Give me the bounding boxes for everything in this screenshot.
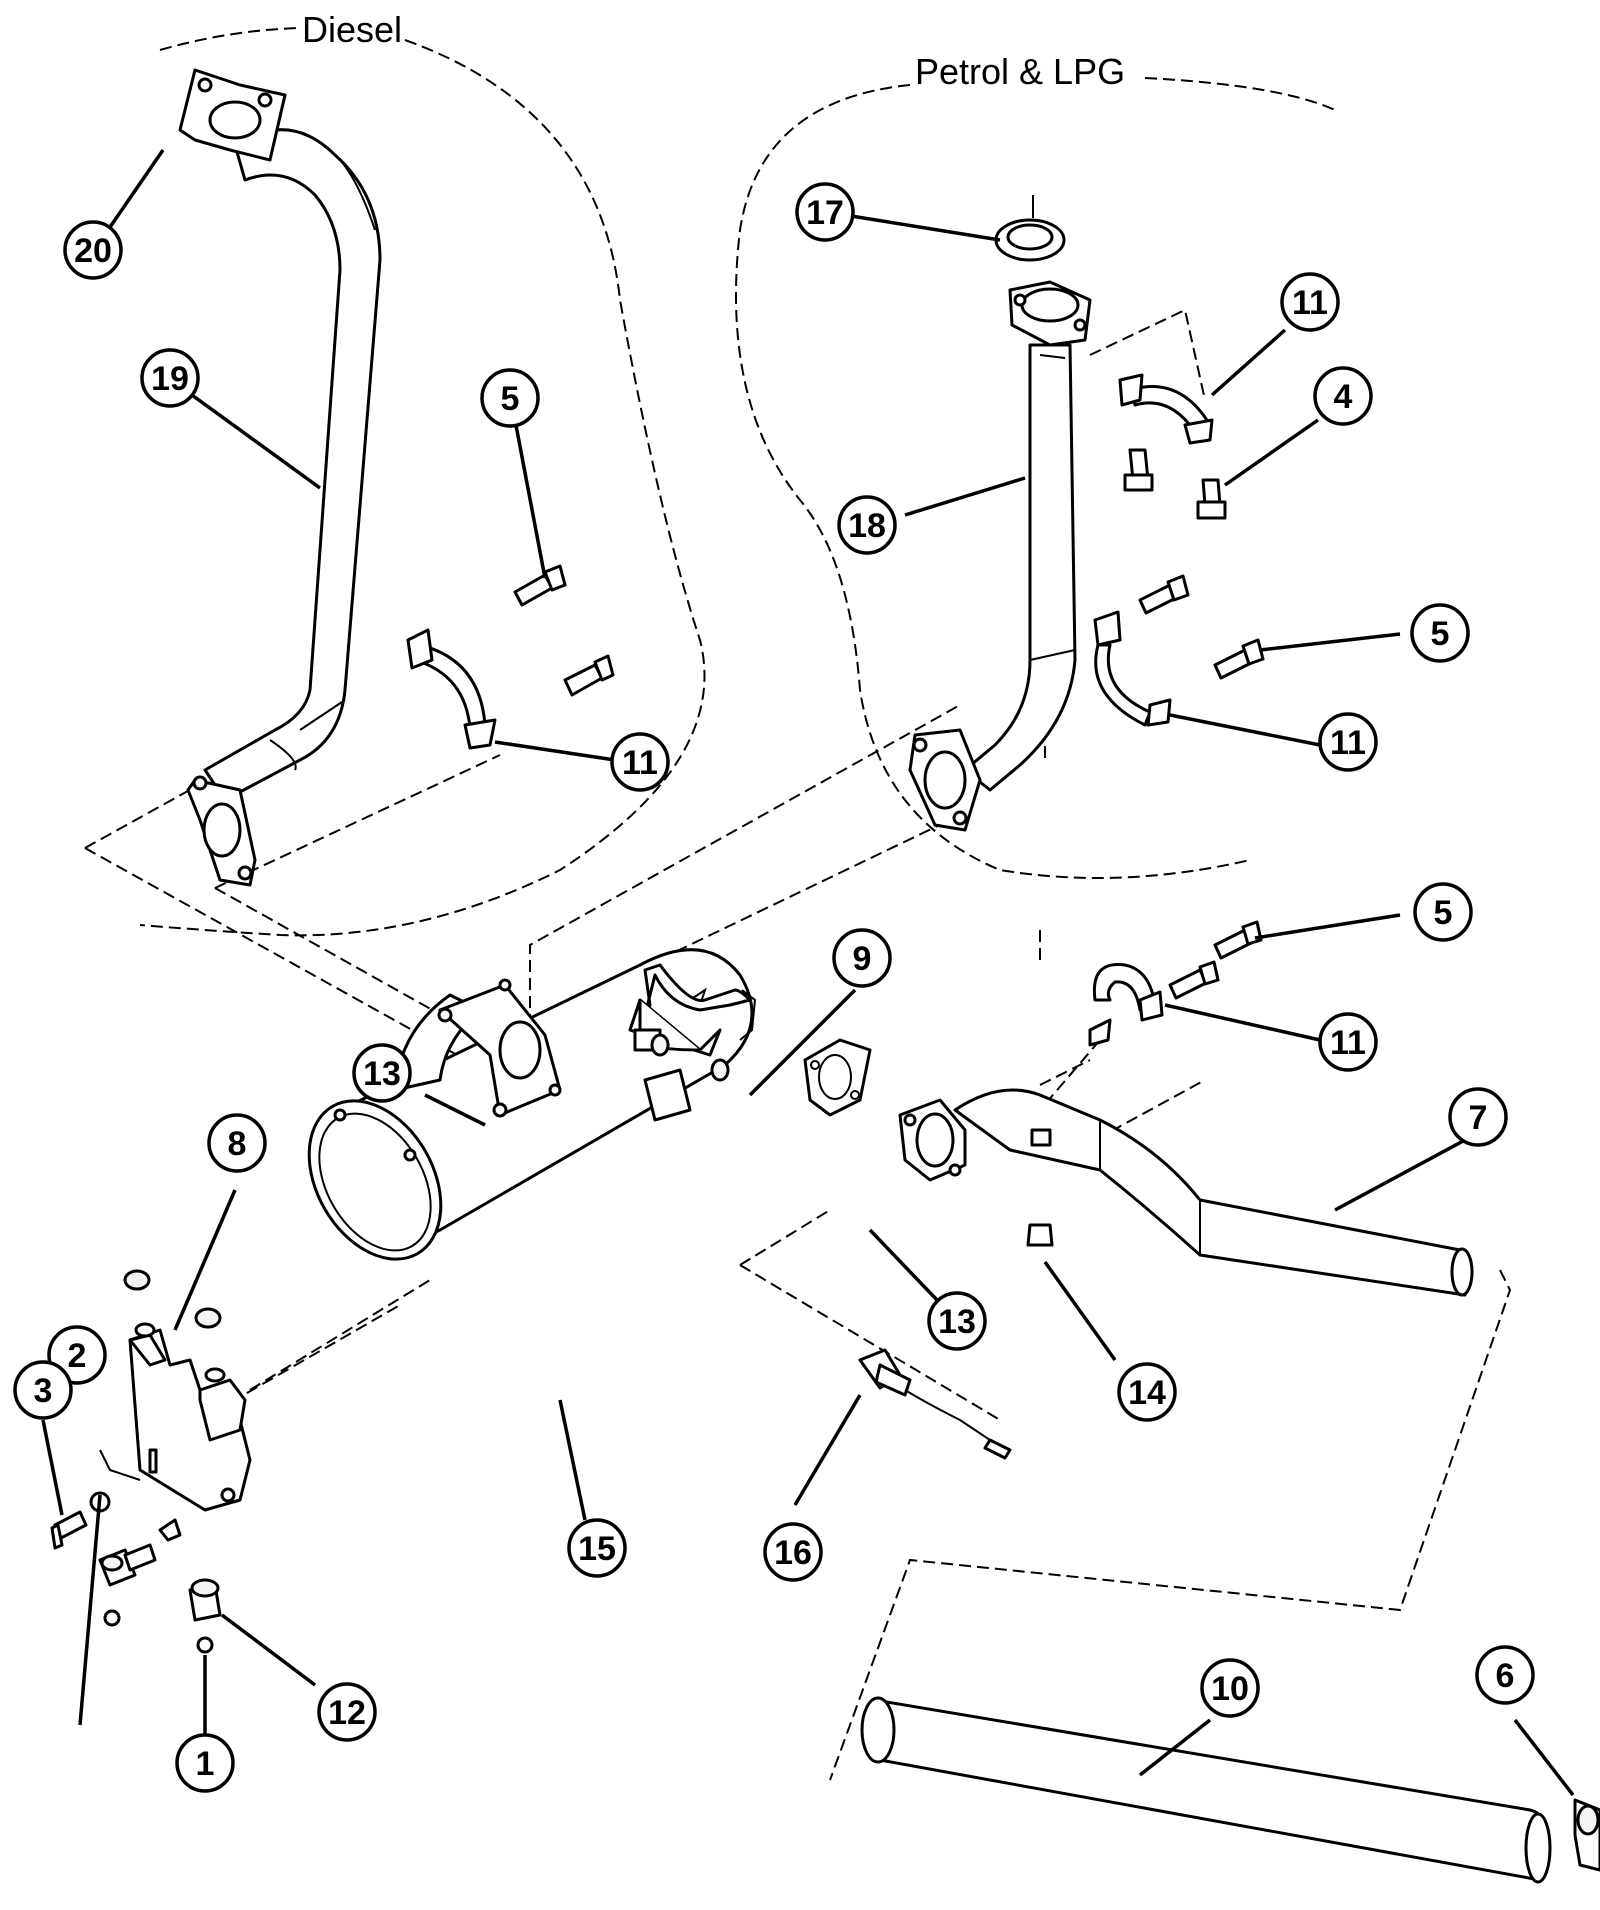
callout-5-petrol: 5 [1410, 603, 1470, 663]
callout-11-diesel: 11 [610, 732, 670, 792]
diesel-bolt-upper [513, 564, 567, 607]
svg-text:9: 9 [853, 940, 872, 978]
petrol-lpg-group-boundary [735, 77, 1336, 879]
petrol-top-bolt-left [1123, 448, 1154, 492]
callout-12: 12 [317, 1682, 377, 1742]
svg-text:18: 18 [848, 507, 886, 545]
svg-text:5: 5 [501, 380, 520, 418]
callout-3: 3 [13, 1360, 73, 1420]
callout-10: 10 [1200, 1658, 1260, 1718]
svg-text:13: 13 [938, 1303, 976, 1341]
svg-text:5: 5 [1434, 894, 1453, 932]
petrol-exhaust-pipe [963, 343, 1077, 792]
callout-9: 9 [832, 928, 892, 988]
diesel-pipe-bottom-flange [186, 775, 257, 887]
svg-text:19: 19 [151, 360, 189, 398]
svg-text:12: 12 [328, 1694, 366, 1732]
petrol-top-bolt-right [1196, 478, 1227, 520]
tailpipe-flange [898, 1098, 967, 1182]
muffler-outlet-gasket [803, 1038, 872, 1117]
muffler-inlet-flange [437, 978, 562, 1118]
svg-text:17: 17 [806, 194, 844, 232]
callout-13-upper: 13 [352, 1043, 412, 1103]
callout-16: 16 [763, 1522, 823, 1582]
svg-text:7: 7 [1469, 1099, 1488, 1137]
svg-text:6: 6 [1496, 1657, 1515, 1695]
callout-4: 4 [1313, 366, 1373, 426]
petrol-gasket [994, 195, 1066, 262]
petrol-lower-bolt-lower [1213, 638, 1265, 680]
downpipe-end-cap [1573, 1798, 1600, 1872]
svg-text:5: 5 [1431, 615, 1450, 653]
svg-text:3: 3 [34, 1372, 53, 1410]
svg-text:15: 15 [578, 1530, 616, 1568]
tailpipe-bolts [1168, 920, 1263, 1000]
diesel-exhaust-pipe [203, 128, 382, 802]
diesel-label: Diesel [302, 9, 402, 50]
petrol-pipe-bottom-flange [908, 728, 982, 832]
downpipe [860, 1696, 1552, 1884]
tailpipe-clamp [1088, 962, 1164, 1047]
petrol-pipe-top-flange [1008, 280, 1092, 347]
svg-text:8: 8 [228, 1125, 247, 1163]
bracket-washer-and-bolt [50, 1491, 182, 1550]
svg-text:11: 11 [1292, 284, 1328, 322]
callout-15: 15 [567, 1518, 627, 1578]
diesel-pipe-top-flange [178, 68, 287, 162]
mounting-rubber-right [188, 1578, 222, 1654]
diesel-clamp [406, 628, 497, 750]
tailpipe [953, 1088, 1474, 1297]
svg-text:11: 11 [1330, 724, 1366, 762]
callout-leaders [41, 149, 1575, 1797]
callout-8: 8 [207, 1113, 267, 1173]
svg-text:11: 11 [622, 744, 658, 782]
svg-text:16: 16 [774, 1534, 812, 1572]
petrol-top-clamp [1118, 373, 1214, 445]
svg-text:13: 13 [363, 1055, 401, 1093]
callout-1: 1 [175, 1733, 235, 1793]
callout-13-lower: 13 [927, 1291, 987, 1351]
callout-6: 6 [1475, 1645, 1535, 1705]
svg-text:10: 10 [1211, 1670, 1249, 1708]
callout-19: 19 [140, 348, 200, 408]
svg-text:2: 2 [68, 1337, 87, 1375]
callout-11-petrol-lower: 11 [1318, 712, 1378, 772]
petrol-lower-clamp [1093, 610, 1172, 727]
mounting-rubber-left [98, 1543, 157, 1627]
svg-text:14: 14 [1128, 1374, 1166, 1412]
svg-text:11: 11 [1330, 1024, 1366, 1062]
svg-text:4: 4 [1334, 378, 1353, 416]
callout-7: 7 [1448, 1087, 1508, 1147]
callout-5-tailpipe: 5 [1413, 882, 1473, 942]
callout-14: 14 [1117, 1362, 1177, 1422]
bracket-nuts-top [123, 1269, 222, 1329]
petrol-lower-bolt-upper [1138, 574, 1190, 615]
support-bracket [99, 1322, 252, 1512]
diesel-bolt-lower [563, 654, 615, 697]
petrol-lpg-label: Petrol & LPG [915, 51, 1125, 92]
callout-17: 17 [795, 182, 855, 242]
lambda-sensor [858, 1348, 1012, 1460]
svg-text:20: 20 [74, 232, 112, 270]
callout-18: 18 [837, 495, 897, 555]
svg-text:1: 1 [196, 1745, 215, 1783]
callout-11-tailpipe: 11 [1318, 1012, 1378, 1072]
callout-11-petrol-top: 11 [1280, 272, 1340, 332]
tailpipe-plug [1026, 1128, 1054, 1247]
callout-5-diesel: 5 [480, 368, 540, 428]
callout-20: 20 [63, 220, 123, 280]
muffler-bracket-mounts [643, 1033, 730, 1122]
